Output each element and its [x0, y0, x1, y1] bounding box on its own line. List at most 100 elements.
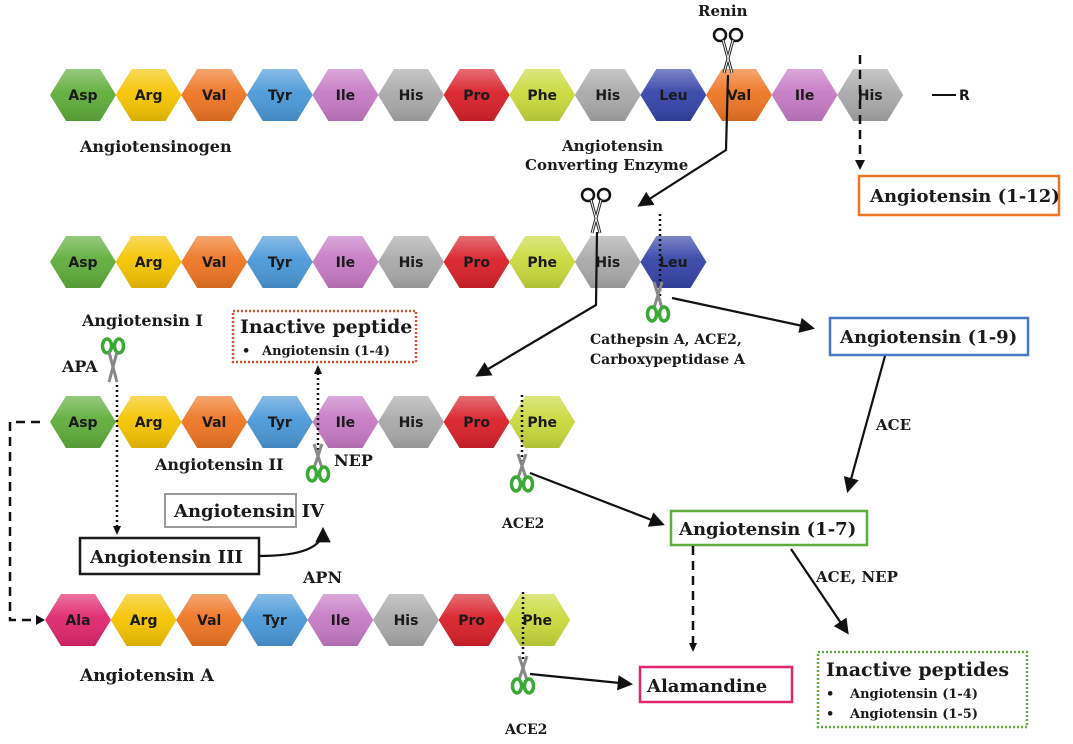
hexagon-shading — [378, 69, 444, 121]
residue-label: Arg — [135, 415, 163, 431]
hexagon-shading — [246, 236, 313, 288]
inactive-peptides-item-1: Angiotensin (1-4) — [849, 687, 978, 702]
terminal-r-label: R — [959, 88, 970, 104]
hexagon-shading — [246, 69, 313, 121]
residue-label: Tyr — [268, 88, 292, 104]
residue-label: Val — [202, 415, 226, 431]
hexagon-shading — [438, 594, 505, 646]
hexagon-shading — [115, 396, 182, 448]
residue-val: Val — [181, 396, 248, 448]
residue-pro: Pro — [443, 236, 510, 288]
cathepsin-to-angiotensin-1-9-arrow — [671, 296, 816, 333]
hexagon-shading — [115, 236, 182, 288]
angiotensin-1-9-to-1-7-arrow — [843, 355, 887, 493]
residue-label: Tyr — [263, 613, 287, 629]
residue-label: Pro — [463, 415, 490, 431]
residue-arg: Arg — [115, 396, 182, 448]
hexagon-shading — [50, 396, 116, 448]
product-label-angiotensin-iii: Angiotensin III — [89, 547, 243, 568]
enzyme-label-ace2-lower: ACE2 — [504, 722, 547, 738]
inactive-peptides-title: Inactive peptides — [826, 659, 1009, 681]
chain-label-angiotensin-a: Angiotensin A — [79, 666, 215, 686]
product-box-angiotensin-1-12: Angiotensin (1-12) — [857, 174, 1061, 217]
residue-label: Asp — [68, 255, 97, 271]
product-box-angiotensin-1-7: Angiotensin (1-7) — [669, 509, 869, 547]
renin-to-angiotensin-i-arrow — [637, 74, 730, 207]
residue-label: Val — [202, 88, 226, 104]
ace-to-angiotensin-ii-arrow — [475, 231, 599, 377]
hexagon-shading — [837, 69, 904, 121]
residue-phe: Phe — [509, 396, 576, 448]
residue-label: His — [858, 88, 883, 104]
chain-label-angiotensinogen: Angiotensinogen — [79, 137, 232, 156]
hexagon-shading — [312, 236, 379, 288]
residue-ile: Ile — [312, 69, 379, 121]
residue-his: His — [574, 236, 641, 288]
residue-label: His — [394, 613, 419, 629]
hexagon-shading — [115, 69, 182, 121]
residue-his: His — [574, 69, 641, 121]
residue-asp: Asp — [50, 396, 116, 448]
residue-label: Leu — [659, 88, 687, 104]
residue-label: Asp — [68, 88, 97, 104]
enzyme-label-nep: NEP — [334, 451, 373, 470]
residue-arg: Arg — [115, 69, 182, 121]
inactive-peptide-box: Inactive peptide • Angiotensin (1-4) — [231, 309, 418, 364]
residue-his: His — [837, 69, 904, 121]
hexagon-shading — [574, 236, 641, 288]
residue-tyr: Tyr — [246, 396, 313, 448]
residue-ile: Ile — [307, 594, 374, 646]
hexagon-shading — [307, 594, 374, 646]
residue-arg: Arg — [110, 594, 177, 646]
arrowhead — [855, 160, 865, 170]
scissors-icon-nep — [305, 443, 331, 483]
apn-arrow — [258, 526, 331, 558]
scissors-icon-ace2-upper — [509, 453, 535, 493]
ace2-to-alamandine-arrow — [529, 672, 634, 691]
residue-label: Tyr — [268, 415, 292, 431]
arrowhead — [36, 615, 45, 625]
enzyme-label-apn: APN — [302, 568, 342, 587]
product-box-angiotensin-iii: Angiotensin III — [78, 536, 261, 576]
hexagon-shading — [241, 594, 308, 646]
residue-label: His — [399, 88, 424, 104]
inactive-peptides-item-2: Angiotensin (1-5) — [849, 707, 978, 722]
enzyme-label-ace-nep: ACE, NEP — [815, 568, 898, 586]
residue-label: Arg — [135, 88, 163, 104]
residue-label: Leu — [659, 255, 687, 271]
hexagon-shading — [312, 69, 379, 121]
hexagon-shading — [443, 396, 510, 448]
product-label-angiotensin-1-7: Angiotensin (1-7) — [678, 519, 856, 540]
inactive-peptides-bullet: • — [826, 707, 834, 722]
hexagon-shading — [50, 236, 116, 288]
hexagon-shading — [706, 69, 772, 121]
hexagon-shading — [110, 594, 177, 646]
residue-label: Phe — [522, 613, 552, 629]
residue-leu: Leu — [640, 236, 707, 288]
scissors-icon-ace — [580, 187, 612, 234]
inactive-peptide-item: Angiotensin (1-4) — [261, 344, 390, 359]
residue-tyr: Tyr — [246, 236, 313, 288]
residue-label: Ile — [336, 255, 356, 271]
arrowhead — [113, 526, 121, 535]
residue-label: His — [595, 255, 620, 271]
product-label-alamandine: Alamandine — [646, 676, 767, 697]
inactive-peptide-bullet: • — [242, 344, 250, 359]
hexagon-shading — [378, 396, 444, 448]
product-box-angiotensin-1-9: Angiotensin (1-9) — [828, 316, 1030, 357]
product-label-angiotensin-iv: Angiotensin IV — [173, 501, 325, 522]
ace2-to-angiotensin-1-7-arrow — [529, 471, 665, 527]
residue-label: Tyr — [268, 255, 292, 271]
residue-val: Val — [181, 236, 248, 288]
residue-label: Pro — [463, 88, 490, 104]
enzyme-label-ace: ACE — [875, 416, 911, 434]
residue-label: His — [399, 415, 424, 431]
hexagon-shading — [640, 236, 707, 288]
residue-tyr: Tyr — [246, 69, 313, 121]
residue-phe: Phe — [509, 69, 576, 121]
hexagon-shading — [50, 69, 116, 121]
residue-ala: Ala — [45, 594, 111, 646]
